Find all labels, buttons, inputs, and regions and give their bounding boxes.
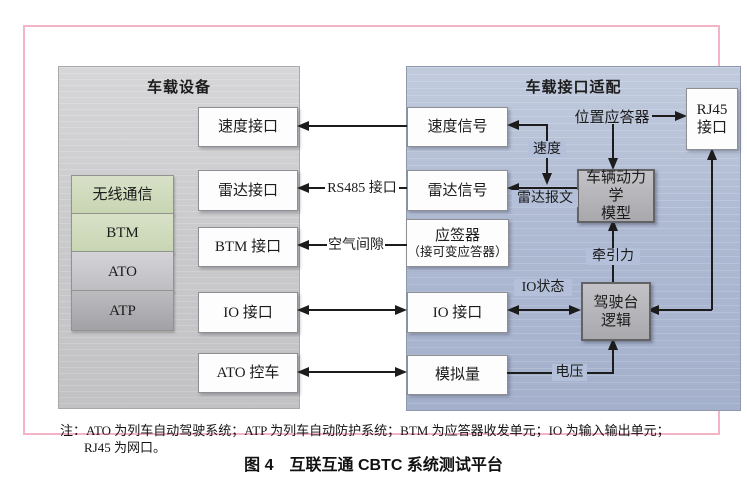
rj45-line1: RJ45 <box>696 102 728 118</box>
connector-line <box>652 115 676 117</box>
arrowhead-right-icon <box>569 305 581 315</box>
connector-line <box>384 244 407 246</box>
analog-quantity-box: 模拟量 <box>407 355 508 395</box>
figure-caption: 图 4 互联互通 CBTC 系统测试平台 <box>244 457 503 474</box>
connector-line <box>519 309 569 311</box>
rj45-port-box: RJ45 接口 <box>686 88 738 150</box>
arrowhead-left-icon <box>297 305 309 315</box>
connector-line <box>309 187 326 189</box>
connector-line <box>309 244 328 246</box>
connector-line <box>398 187 407 189</box>
vehicle-dynamics-model-box: 车辆动力学 模型 <box>577 169 655 223</box>
arrowhead-right-icon <box>395 367 407 377</box>
io-state-label: IO状态 <box>514 279 572 296</box>
cab-logic-line1: 驾驶台 <box>593 294 639 311</box>
onboard-equipment-title: 车载设备 <box>146 80 211 96</box>
connector-line <box>507 372 553 374</box>
arrowhead-left-icon <box>297 183 309 193</box>
radar-signal-box: 雷达信号 <box>407 170 508 211</box>
speed-label: 速度 <box>528 141 566 158</box>
arrowhead-down-icon <box>542 173 552 185</box>
interface-adapter-title: 车载接口适配 <box>525 80 622 96</box>
connector-line <box>519 187 578 189</box>
stack-box-atp: ATP <box>71 290 174 331</box>
btm-interface-box: BTM 接口 <box>198 227 298 267</box>
io-interface-right-box: IO 接口 <box>407 292 508 333</box>
arrowhead-up-icon <box>707 148 717 160</box>
figure-note-line2: RJ45 为网口。 <box>84 440 166 455</box>
arrowhead-right-icon <box>395 305 407 315</box>
radar-message-label: 雷达报文 <box>512 190 578 207</box>
arrowhead-up-icon <box>608 338 618 350</box>
io-interface-left-box: IO 接口 <box>198 292 298 333</box>
transponder-box: 应签器 （接可变应答器） <box>406 219 509 267</box>
rj45-line2: 接口 <box>696 120 727 136</box>
stack-box-ato: ATO <box>71 251 174 292</box>
stack-box-btm: BTM <box>71 213 174 253</box>
connector-line <box>309 309 395 311</box>
connector-line <box>309 125 407 127</box>
air-gap-label: 空气间隙 <box>327 237 385 254</box>
voltage-label: 电压 <box>552 364 587 381</box>
figure-note-line1: 注：ATO 为列车自动驾驶系统；ATP 为列车自动防护系统；BTM 为应答器收发… <box>60 423 670 438</box>
arrowhead-left-icon <box>297 121 309 131</box>
cab-logic-box: 驾驶台 逻辑 <box>581 282 651 341</box>
position-transponder-label: 位置应答器 <box>574 110 650 126</box>
arrowhead-left-icon <box>297 240 309 250</box>
speed-interface-box: 速度接口 <box>198 107 298 147</box>
speed-signal-box: 速度信号 <box>407 107 508 147</box>
connector-line <box>309 371 395 373</box>
transponder-box-line1: 应签器 <box>434 227 480 244</box>
arrowhead-right-icon <box>675 111 687 121</box>
arrowhead-left-icon <box>297 367 309 377</box>
arrowhead-left-icon <box>507 183 519 193</box>
figure-frame: 车载设备 车载接口适配 无线通信 BTM ATO ATP 速度接口 雷达接口 B… <box>23 25 741 455</box>
connector-line <box>612 124 614 158</box>
cab-logic-line2: 逻辑 <box>600 312 631 329</box>
arrowhead-left-icon <box>507 305 519 315</box>
radar-interface-box: 雷达接口 <box>198 170 298 211</box>
vehicle-dynamics-model-line2: 模型 <box>600 206 631 222</box>
vehicle-dynamics-model-line1: 车辆动力学 <box>585 170 646 204</box>
arrowhead-up-icon <box>608 219 618 231</box>
connector-line <box>519 124 548 126</box>
arrowhead-left-icon <box>507 120 519 130</box>
traction-force-label: 牵引力 <box>586 248 640 265</box>
transponder-box-line2: （接可变应答器） <box>407 244 508 259</box>
connector-line <box>587 372 614 374</box>
ato-control-box: ATO 控车 <box>198 353 298 393</box>
connector-line <box>612 350 614 374</box>
arrowhead-left-icon <box>647 305 659 315</box>
rs485-label: RS485 接口 <box>325 180 399 197</box>
stack-box-wireless: 无线通信 <box>71 175 174 215</box>
connector-line <box>711 160 713 310</box>
arrowhead-down-icon <box>608 158 618 170</box>
connector-line <box>659 309 712 311</box>
